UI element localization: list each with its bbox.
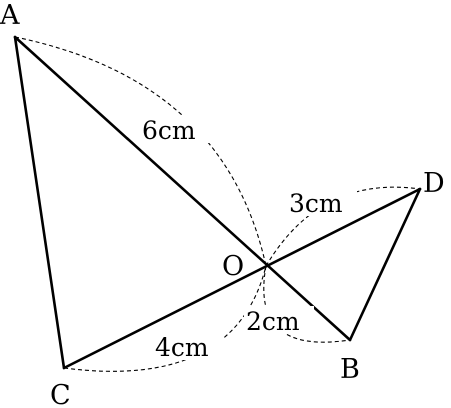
segment-db <box>348 187 422 342</box>
length-label-oa: 6cm <box>142 116 196 145</box>
label-bg-oa <box>140 115 210 143</box>
point-label-c: C <box>50 380 71 408</box>
point-label-o: O <box>222 251 244 282</box>
arc-ob <box>263 265 351 343</box>
segment-cd <box>62 187 422 370</box>
length-label-ob: 2cm <box>246 307 300 336</box>
label-bg-oc <box>153 332 223 360</box>
segment-ab <box>13 35 352 342</box>
length-label-od: 3cm <box>289 189 343 218</box>
length-label-oc: 4cm <box>155 333 209 362</box>
point-label-a: A <box>0 0 20 31</box>
point-label-b: B <box>340 354 360 385</box>
label-bg-ob <box>244 306 314 334</box>
point-label-d: D <box>423 168 445 199</box>
label-bg-od <box>287 188 357 216</box>
segment-ac <box>13 35 66 370</box>
